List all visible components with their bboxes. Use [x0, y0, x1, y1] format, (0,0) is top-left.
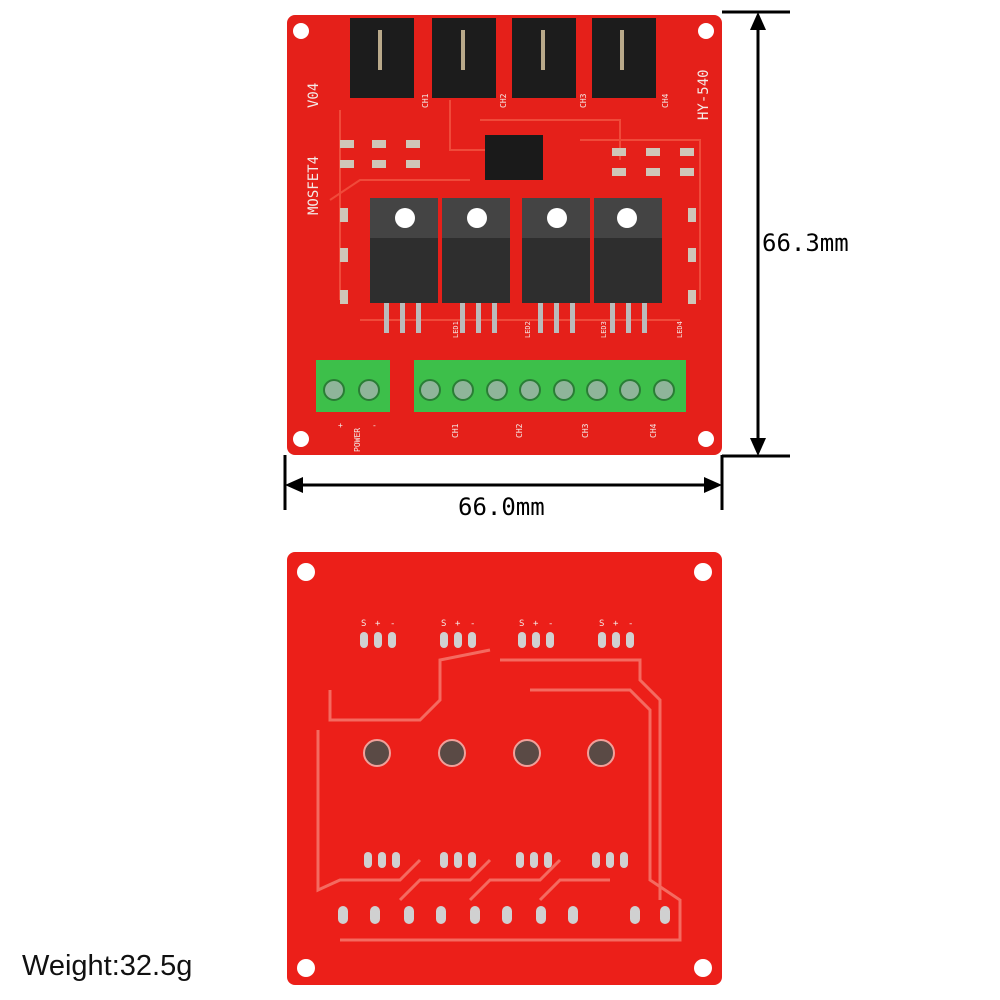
- servo-connectors: [350, 18, 656, 98]
- led-label-1: LED1: [452, 321, 460, 338]
- board-title: MOSFET4: [306, 156, 322, 215]
- terminal-label-ch4: CH4: [649, 423, 658, 438]
- pin-labels: S+- S+- S+- S+-: [361, 619, 633, 629]
- board-version: V04: [306, 83, 322, 108]
- svg-text:-: -: [628, 619, 633, 629]
- terminal-label-ch2: CH2: [515, 423, 524, 438]
- svg-text:S: S: [441, 619, 446, 629]
- svg-text:S: S: [599, 619, 604, 629]
- svg-text:+: +: [533, 619, 539, 629]
- svg-text:+: +: [613, 619, 619, 629]
- connector-label-ch4: CH4: [661, 93, 670, 108]
- width-label: 66.0mm: [458, 493, 545, 521]
- plus-label: +: [338, 421, 343, 430]
- bottom-traces: [316, 648, 682, 942]
- mosfet-tab-holes: [363, 739, 615, 767]
- terminal-label-ch1: CH1: [451, 423, 460, 438]
- height-dimension: [722, 10, 790, 458]
- board-model: HY-540: [696, 69, 712, 120]
- height-label: 66.3mm: [762, 229, 849, 257]
- screw-terminals: [316, 360, 686, 412]
- arrow-up-icon: [750, 12, 766, 30]
- ic-chip: [485, 135, 543, 180]
- width-dimension: [283, 455, 724, 510]
- mounting-holes-bottom: [297, 563, 712, 977]
- minus-label: -: [372, 421, 377, 430]
- arrow-down-icon: [750, 438, 766, 456]
- mounting-holes: [293, 23, 714, 447]
- svg-text:S: S: [519, 619, 524, 629]
- svg-text:S: S: [361, 619, 366, 629]
- svg-text:-: -: [390, 619, 395, 629]
- traces: [329, 100, 701, 321]
- connector-label-ch3: CH3: [579, 93, 588, 108]
- svg-text:-: -: [470, 619, 475, 629]
- pcb-top-view: MOSFET4 V04 HY-540 CH1 CH2 CH3 CH4 LED1 …: [287, 15, 722, 455]
- led-label-4: LED4: [676, 321, 684, 338]
- svg-text:+: +: [455, 619, 461, 629]
- connector-label-ch1: CH1: [421, 93, 430, 108]
- led-label-2: LED2: [524, 321, 532, 338]
- terminal-label-ch3: CH3: [581, 423, 590, 438]
- smd-components: [340, 140, 696, 304]
- weight-label: Weight:32.5g: [22, 950, 193, 982]
- led-label-3: LED3: [600, 321, 608, 338]
- svg-text:+: +: [375, 619, 381, 629]
- pcb-bottom-view: S+- S+- S+- S+-: [287, 552, 722, 985]
- arrow-left-icon: [285, 477, 303, 493]
- connector-label-ch2: CH2: [499, 93, 508, 108]
- arrow-right-icon: [704, 477, 722, 493]
- power-label: POWER: [353, 428, 362, 452]
- solder-pads: [338, 632, 670, 924]
- mosfets: [370, 198, 662, 333]
- svg-text:-: -: [548, 619, 553, 629]
